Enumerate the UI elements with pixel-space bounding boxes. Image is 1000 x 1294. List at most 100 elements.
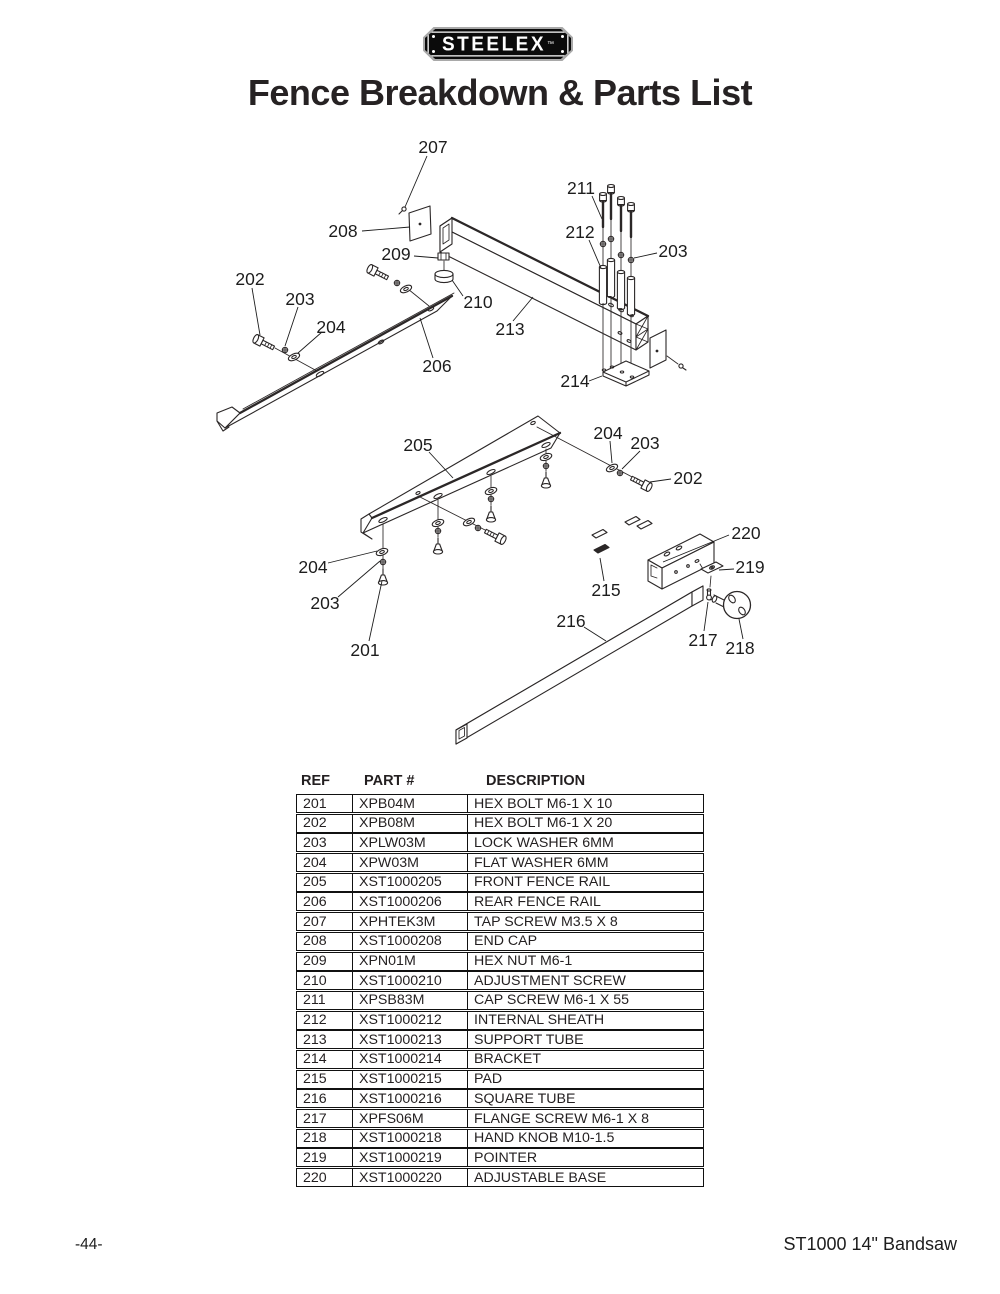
part-cell: XST1000215 bbox=[353, 1070, 468, 1088]
callout-216: 216 bbox=[556, 611, 585, 631]
desc-cell: REAR FENCE RAIL bbox=[474, 893, 601, 910]
ref-cell: 215 bbox=[297, 1070, 353, 1088]
support-tube-end bbox=[635, 315, 649, 351]
callout-209: 209 bbox=[381, 244, 410, 264]
leader-line-220 bbox=[662, 534, 730, 563]
part-cell: XST1000206 bbox=[353, 893, 468, 911]
callout-214: 214 bbox=[560, 371, 589, 391]
front-fence-rail bbox=[360, 415, 562, 540]
leader-line-211 bbox=[591, 195, 603, 220]
leader-line-203 bbox=[337, 560, 381, 598]
leader-line-202 bbox=[649, 478, 672, 483]
leader-line-214 bbox=[588, 375, 603, 382]
logo-badge: STEELEX ™ bbox=[425, 29, 571, 59]
callout-203: 203 bbox=[658, 241, 687, 261]
desc-cell: SQUARE TUBE bbox=[474, 1090, 576, 1107]
callout-220: 220 bbox=[731, 523, 760, 543]
callout-210: 210 bbox=[463, 292, 492, 312]
ref-cell: 211 bbox=[297, 991, 353, 1009]
logo-rivet-icon bbox=[561, 50, 564, 53]
leader-line-201 bbox=[368, 580, 383, 642]
leader-line-209 bbox=[413, 255, 439, 259]
leader-line-219 bbox=[718, 568, 735, 571]
support-tube bbox=[439, 216, 650, 351]
footer-model: ST1000 14" Bandsaw bbox=[783, 1234, 957, 1254]
part-cell: XPHTEK3M bbox=[353, 913, 468, 931]
desc-cell: CAP SCREW M6-1 X 55 bbox=[474, 992, 630, 1009]
desc-cell: HEX NUT M6-1 bbox=[474, 953, 573, 969]
callout-204: 204 bbox=[316, 317, 345, 337]
desc-cell: FRONT FENCE RAIL bbox=[474, 874, 611, 891]
desc-cell: SUPPORT TUBE bbox=[474, 1031, 584, 1048]
pointer bbox=[699, 561, 724, 574]
parts-table-header: REF PART # DESCRIPTION bbox=[296, 773, 704, 794]
leader-line-213 bbox=[512, 296, 534, 322]
ref-cell: 219 bbox=[297, 1149, 353, 1167]
part-cell: XST1000219 bbox=[353, 1149, 468, 1167]
part-cell: XST1000213 bbox=[353, 1031, 468, 1049]
logo-rivet-icon bbox=[432, 50, 435, 53]
leader-line-210 bbox=[451, 279, 464, 297]
leader-line-204 bbox=[327, 550, 378, 564]
ref-cell: 206 bbox=[297, 893, 353, 911]
leader-line-205 bbox=[428, 451, 454, 479]
callout-207: 207 bbox=[418, 137, 447, 157]
leader-line-204 bbox=[297, 331, 323, 354]
desc-cell: HEX BOLT M6-1 X 20 bbox=[474, 815, 613, 832]
leader-line-208 bbox=[361, 226, 411, 232]
callout-218: 218 bbox=[725, 638, 754, 658]
callout-203: 203 bbox=[630, 433, 659, 453]
part-cell: XPLW03M bbox=[353, 834, 468, 852]
adjustable-base bbox=[647, 533, 715, 590]
ref-cell: 205 bbox=[297, 873, 353, 891]
rail-bolt-set-top bbox=[365, 263, 430, 307]
callout-219: 219 bbox=[735, 557, 764, 577]
desc-cell: LOCK WASHER 6MM bbox=[474, 834, 614, 851]
desc-cell: ADJUSTABLE BASE bbox=[474, 1169, 607, 1186]
ref-cell: 212 bbox=[297, 1011, 353, 1029]
leader-line-206 bbox=[419, 317, 434, 359]
ref-cell: 208 bbox=[297, 932, 353, 950]
leader-line-203 bbox=[633, 252, 658, 259]
callout-204: 204 bbox=[593, 423, 622, 443]
ref-cell: 204 bbox=[297, 854, 353, 872]
part-cell: XPN01M bbox=[353, 952, 468, 970]
flange-screw bbox=[706, 575, 712, 601]
desc-cell: INTERNAL SHEATH bbox=[474, 1012, 605, 1029]
column-header-description: DESCRIPTION bbox=[486, 773, 586, 789]
logo-outer-ring: STEELEX ™ bbox=[423, 27, 573, 61]
hand-knob bbox=[709, 590, 752, 620]
desc-cell: BRACKET bbox=[474, 1051, 542, 1068]
callout-205: 205 bbox=[403, 435, 432, 455]
leader-line-215 bbox=[599, 557, 605, 582]
part-cell: XST1000205 bbox=[353, 873, 468, 891]
part-cell: XPSB83M bbox=[353, 991, 468, 1009]
desc-cell: POINTER bbox=[474, 1149, 538, 1166]
desc-cell: HEX BOLT M6-1 X 10 bbox=[474, 795, 613, 812]
desc-cell: TAP SCREW M3.5 X 8 bbox=[474, 913, 618, 930]
callout-213: 213 bbox=[495, 319, 524, 339]
ref-cell: 217 bbox=[297, 1110, 353, 1127]
callout-layer: 2072082092102132112122032022032042062142… bbox=[235, 137, 764, 660]
desc-cell: ADJUSTMENT SCREW bbox=[474, 972, 626, 989]
ref-cell: 201 bbox=[297, 795, 353, 812]
part-cell: XPB04M bbox=[353, 795, 468, 812]
part-cell: XPW03M bbox=[353, 854, 468, 872]
steelex-logo: STEELEX ™ bbox=[423, 27, 573, 61]
end-cap-right bbox=[649, 329, 687, 371]
part-cell: XPFS06M bbox=[353, 1110, 468, 1127]
